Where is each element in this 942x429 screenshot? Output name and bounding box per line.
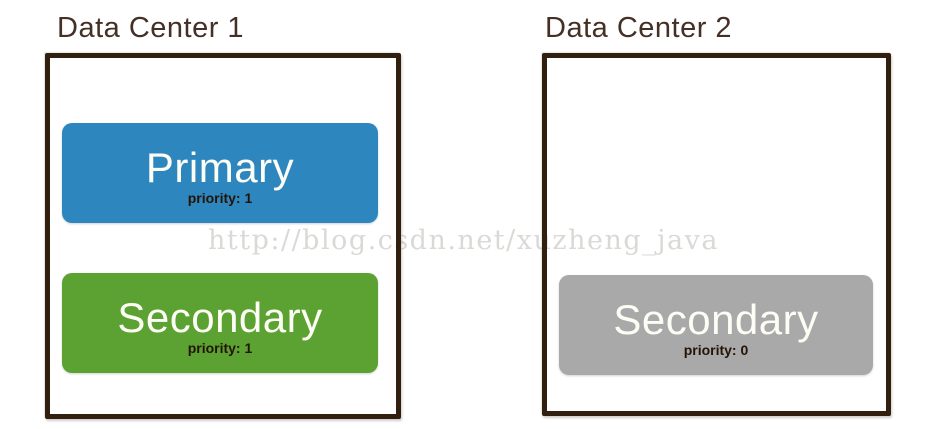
datacenter-1-boundary — [45, 53, 401, 419]
primary-node-priority: priority: 1 — [187, 189, 253, 206]
watermark-text: http://blog.csdn.net/xuzheng_java — [208, 225, 719, 256]
secondary-node-dc1-label: Secondary — [117, 293, 323, 341]
datacenter-2-boundary — [542, 53, 891, 416]
primary-node-box: Primary priority: 1 — [62, 123, 378, 223]
secondary-node-dc2-box: Secondary priority: 0 — [559, 275, 873, 375]
secondary-node-dc1-priority: priority: 1 — [187, 339, 253, 356]
secondary-node-dc1-box: Secondary priority: 1 — [62, 273, 378, 373]
secondary-node-dc2-label: Secondary — [613, 295, 819, 343]
secondary-node-dc2-priority: priority: 0 — [683, 341, 749, 358]
primary-node-label: Primary — [145, 143, 295, 191]
datacenter-2-title: Data Center 2 — [545, 12, 733, 44]
datacenter-1-title: Data Center 1 — [57, 12, 245, 44]
